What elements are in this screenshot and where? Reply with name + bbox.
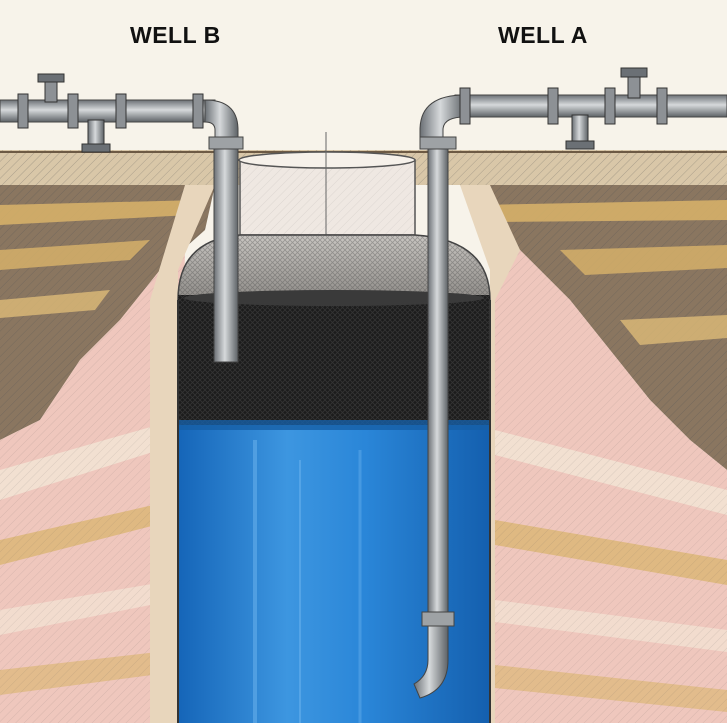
- well-b-label: WELL B: [130, 22, 221, 48]
- left-rock-strata: [0, 185, 215, 723]
- well-a-pipe: [413, 67, 727, 699]
- well-dome: [177, 234, 491, 301]
- well-b-pipe: [0, 93, 244, 363]
- valve-icon: [37, 73, 65, 103]
- right-rock-strata: [460, 185, 727, 723]
- pipe-fitting-icon: [81, 119, 111, 153]
- well-neck: [238, 132, 416, 300]
- well-a-label: WELL A: [498, 22, 588, 48]
